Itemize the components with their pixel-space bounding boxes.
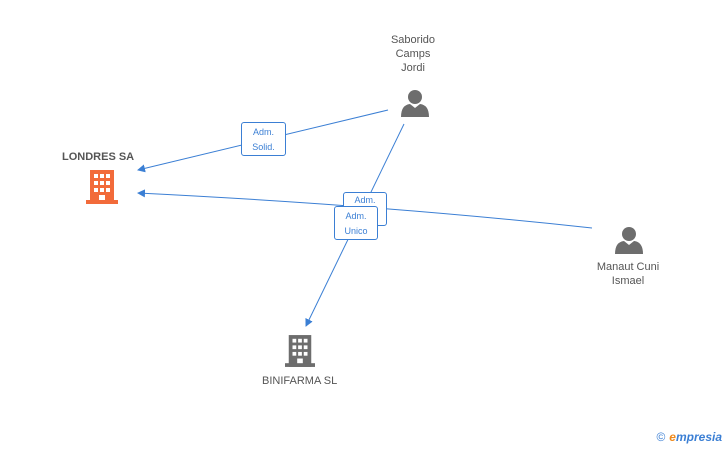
empresia-watermark: ©empresia [656,430,722,444]
person-name-line: Manaut Cuni [596,261,660,273]
edge-label-line: Adm. [354,195,376,205]
edge-label-adm-solid[interactable]: Adm. Solid. [241,122,286,156]
copyright-symbol: © [656,430,666,444]
company-label-binifarma[interactable]: BINIFARMA SL [262,375,338,387]
edge-label-line: Unico [344,226,368,236]
edge-label-line: Adm. [345,211,367,221]
person-icon[interactable] [400,89,430,117]
brand-logo-text: mpresia [675,430,722,444]
company-label-londres[interactable]: LONDRES SA [62,151,135,163]
person-name-line: Jordi [401,62,425,74]
brand-logo-e: e [669,430,676,444]
person-label-manaut[interactable]: Manaut Cuni Ismael [588,260,668,288]
person-name-line: Saborido [390,34,436,46]
building-icon[interactable] [86,170,118,204]
edge-label-line: Solid. [252,142,275,152]
edge-label-adm-unico[interactable]: Adm. Unico [334,206,378,240]
person-label-saborido[interactable]: Saborido Camps Jordi [380,33,446,75]
person-name-line: Camps [395,48,431,60]
person-name-line: Ismael [611,275,645,287]
building-icon[interactable] [285,334,315,368]
edge-label-line: Adm. [252,127,274,137]
person-icon[interactable] [614,226,644,254]
